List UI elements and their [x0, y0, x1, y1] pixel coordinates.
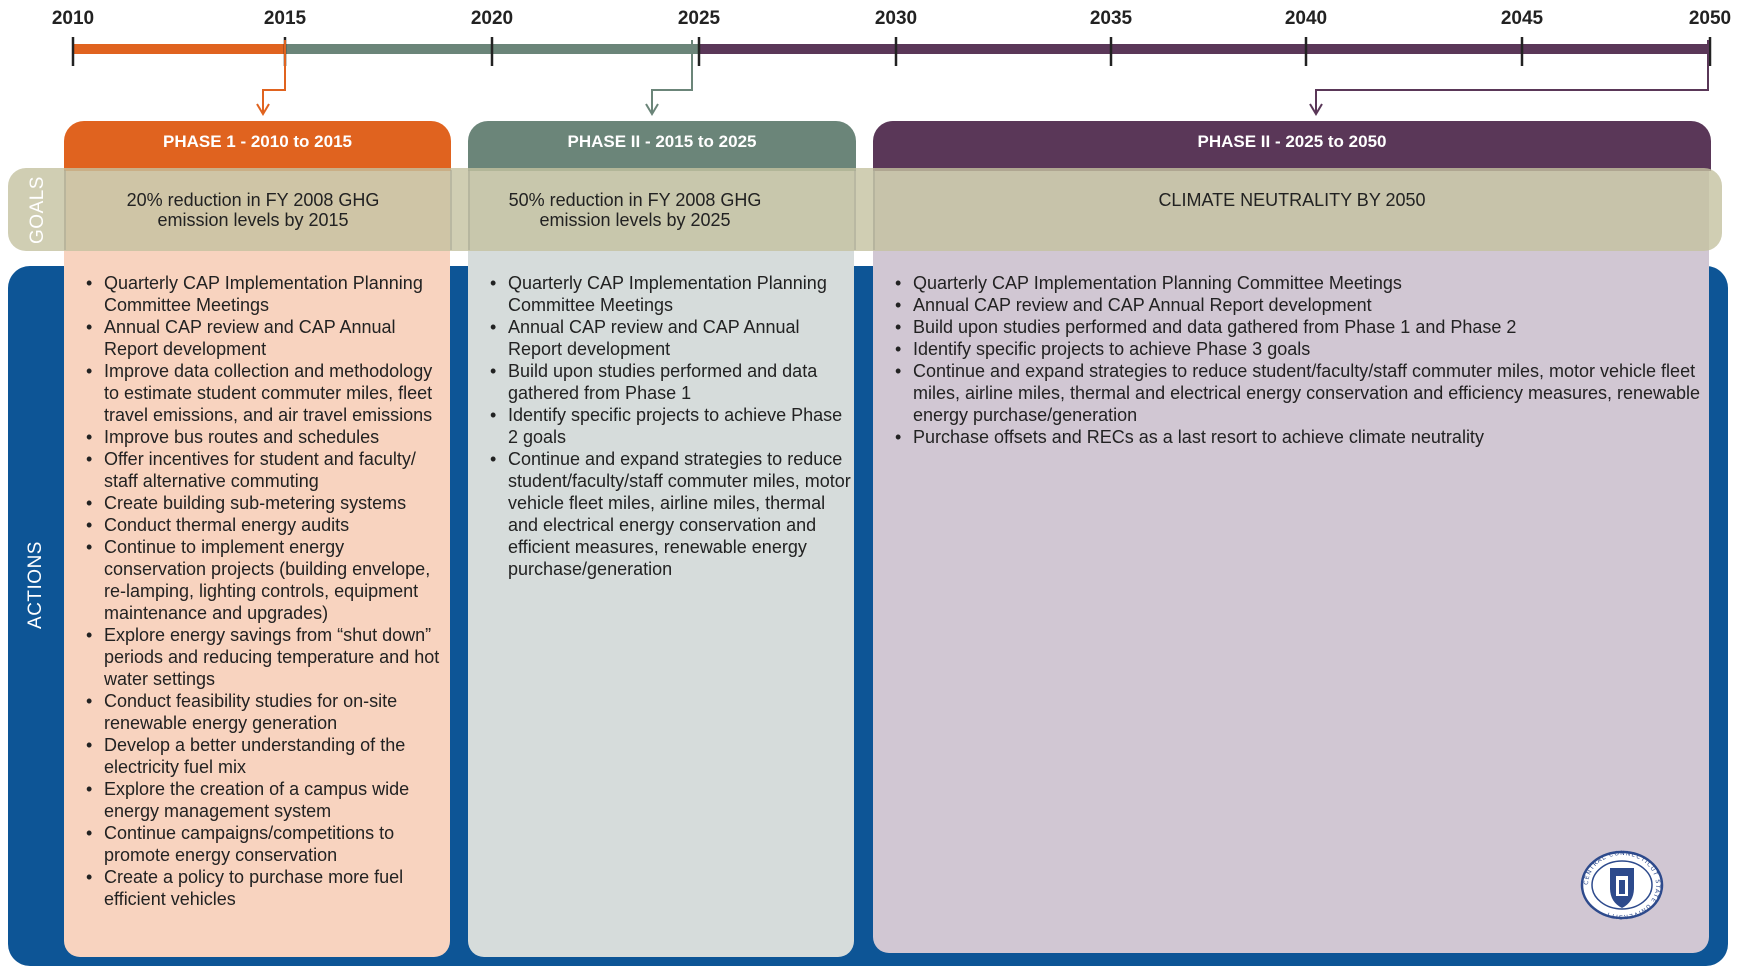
action-item: Quarterly CAP Implementation Planning Co…: [78, 272, 450, 316]
timeline-year-label: 2010: [51, 8, 95, 29]
action-item: Build upon studies performed and data ga…: [482, 360, 854, 404]
action-item: Identify specific projects to achieve Ph…: [887, 338, 1702, 360]
phase-2-actions: Quarterly CAP Implementation Planning Co…: [482, 272, 854, 580]
goals-band: [8, 168, 1722, 251]
phase-1-actions: Quarterly CAP Implementation Planning Co…: [78, 272, 450, 910]
phase-1-goal: 20% reduction in FY 2008 GHG emission le…: [126, 190, 380, 230]
timeline-year-label: 2025: [677, 8, 721, 29]
action-item: Annual CAP review and CAP Annual Report …: [482, 316, 854, 360]
arrow-head-icon: [1309, 103, 1323, 116]
timeline-year-label: 2050: [1688, 8, 1732, 29]
timeline: [71, 37, 1712, 116]
actions-label: ACTIONS: [25, 541, 46, 629]
phase-3-actions: Quarterly CAP Implementation Planning Co…: [887, 272, 1702, 448]
goals-separator: [64, 170, 66, 250]
action-item: Continue and expand strategies to reduce…: [887, 360, 1702, 426]
action-item: Create a policy to purchase more fuel ef…: [78, 866, 450, 910]
timeline-year-label: 2045: [1500, 8, 1544, 29]
action-item: Build upon studies performed and data ga…: [887, 316, 1702, 338]
action-item: Identify specific projects to achieve Ph…: [482, 404, 854, 448]
action-item: Explore energy savings from “shut down” …: [78, 624, 450, 690]
timeline-year-label: 2015: [263, 8, 307, 29]
action-item: Continue to implement energy conservatio…: [78, 536, 450, 624]
goals-separator: [873, 170, 875, 250]
timeline-connector: [1315, 40, 1709, 114]
goals-separator: [854, 170, 856, 250]
action-item: Conduct feasibility studies for on-site …: [78, 690, 450, 734]
timeline-year-label: 2040: [1284, 8, 1328, 29]
action-item: Purchase offsets and RECs as a last reso…: [887, 426, 1702, 448]
phase-3-header: PHASE II - 2025 to 2050: [873, 121, 1711, 171]
timeline-segment: [73, 44, 285, 54]
action-item: Conduct thermal energy audits: [78, 514, 450, 536]
action-item: Offer incentives for student and faculty…: [78, 448, 450, 492]
timeline-connector: [651, 40, 693, 114]
timeline-connector: [262, 40, 286, 114]
phase-1-header: PHASE 1 - 2010 to 2015: [64, 121, 451, 171]
action-item: Develop a better understanding of the el…: [78, 734, 450, 778]
action-item: Quarterly CAP Implementation Planning Co…: [482, 272, 854, 316]
action-item: Improve bus routes and schedules: [78, 426, 450, 448]
goals-separator: [450, 170, 452, 250]
timeline-year-label: 2035: [1089, 8, 1133, 29]
action-item: Create building sub-metering systems: [78, 492, 450, 514]
action-item: Annual CAP review and CAP Annual Report …: [78, 316, 450, 360]
timeline-year-label: 2020: [470, 8, 514, 29]
action-item: Explore the creation of a campus wide en…: [78, 778, 450, 822]
action-item: Improve data collection and methodology …: [78, 360, 450, 426]
goals-label: GOALS: [27, 176, 48, 244]
arrow-head-icon: [256, 103, 270, 116]
phase-3-goal: CLIMATE NEUTRALITY BY 2050: [1158, 190, 1426, 210]
timeline-segment: [699, 44, 1710, 54]
university-seal-logo: CENTRAL CONNECTICUT STATE UNIVERSITY: [1580, 850, 1664, 920]
action-item: Continue campaigns/competitions to promo…: [78, 822, 450, 866]
phase-2-header: PHASE II - 2015 to 2025: [468, 121, 856, 171]
arrow-head-icon: [645, 103, 659, 116]
timeline-year-label: 2030: [874, 8, 918, 29]
action-item: Continue and expand strategies to reduce…: [482, 448, 854, 580]
action-item: Quarterly CAP Implementation Planning Co…: [887, 272, 1702, 294]
action-item: Annual CAP review and CAP Annual Report …: [887, 294, 1702, 316]
goals-separator: [468, 170, 470, 250]
phase-2-goal: 50% reduction in FY 2008 GHG emission le…: [508, 190, 762, 230]
